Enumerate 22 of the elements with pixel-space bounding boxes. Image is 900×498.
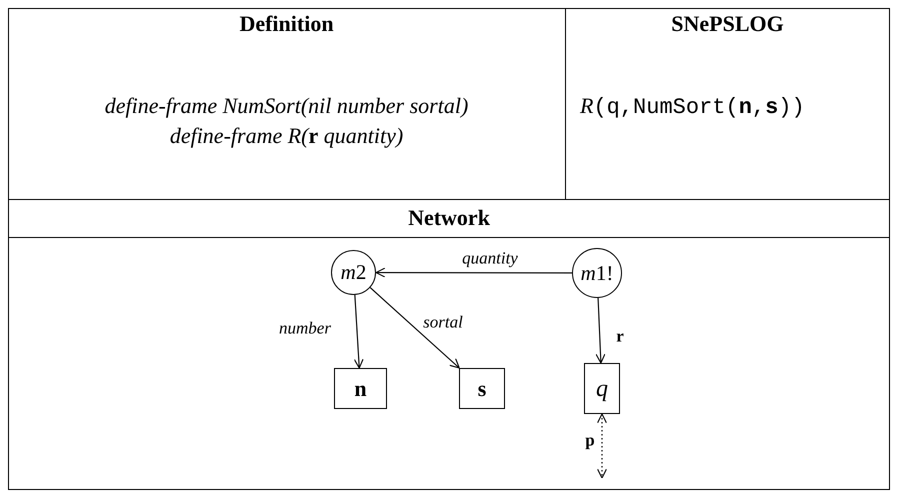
column-header: SNePSLOG [670, 10, 785, 38]
node-label: m2 [340, 262, 366, 283]
arrow [595, 298, 606, 364]
edge-label: quantity [462, 250, 518, 266]
node-label: m1! [580, 262, 614, 284]
column-header: Definition [238, 10, 335, 38]
node-box [334, 368, 387, 409]
node-label: n [354, 378, 367, 400]
node-box [459, 368, 505, 409]
edge-label: number [279, 320, 331, 336]
arrow [370, 287, 460, 369]
node-label: s [478, 378, 486, 400]
code-text: R(q,NumSort(n,s)) [580, 92, 806, 122]
arrow [375, 268, 572, 278]
definition-text: define-frame NumSort(nil number sortal) [104, 92, 470, 120]
node-label: q [596, 376, 608, 400]
definition-text: define-frame R(r quantity) [168, 122, 404, 150]
section-header: Network [407, 204, 491, 232]
arrow [354, 294, 364, 369]
node-box [584, 363, 620, 414]
edge-label: sortal [423, 314, 463, 330]
arrow [596, 413, 608, 479]
